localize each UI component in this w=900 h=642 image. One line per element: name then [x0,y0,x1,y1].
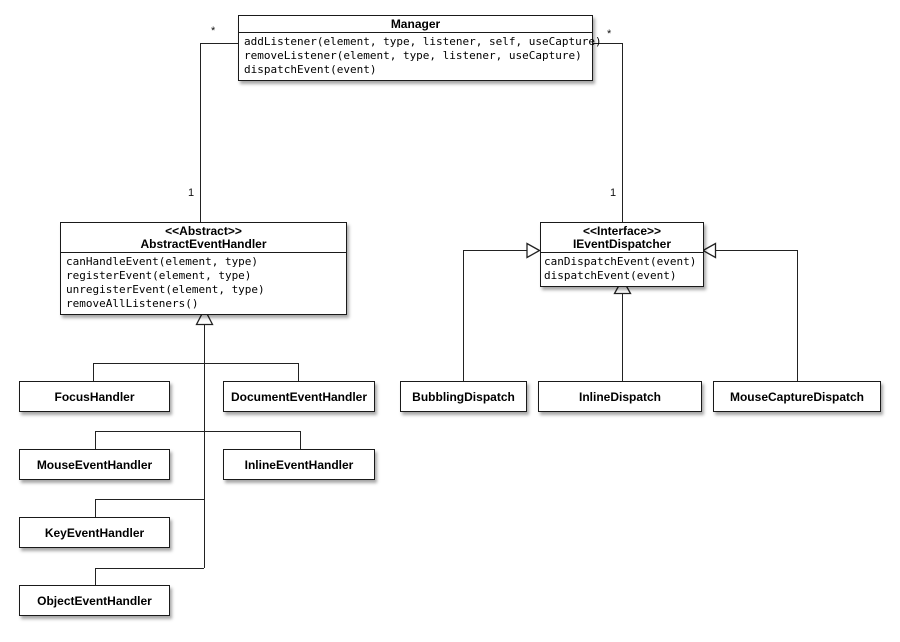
realization-mousecapture-vertical [797,250,798,381]
branch-mouse-stub [95,431,96,449]
class-mouse-event-handler: MouseEventHandler [19,449,170,480]
branch-level4-horizontal [95,568,204,569]
class-key-event-handler: KeyEventHandler [19,517,170,548]
branch-object-stub [95,568,96,585]
class-document-event-handler: DocumentEventHandler [223,381,375,412]
class-focus-handler: FocusHandler [19,381,170,412]
branch-document-stub [298,363,299,381]
class-mouse-capture-dispatch-name: MouseCaptureDispatch [729,389,865,404]
realization-arrowhead-right-of-dispatcher [702,242,717,259]
class-object-event-handler: ObjectEventHandler [19,585,170,616]
class-abstract-event-handler-title: <<Abstract>> AbstractEventHandler [61,223,346,253]
branch-level1-horizontal [93,363,298,364]
class-bubbling-dispatch-name: BubblingDispatch [412,389,515,404]
realization-arrowhead-left-of-dispatcher [526,242,541,259]
branch-key-stub [95,499,96,517]
multiplicity-handler-end: 1 [188,187,195,199]
class-abstract-event-handler-name: AbstractEventHandler [140,237,267,251]
class-key-event-handler-name: KeyEventHandler [44,525,145,540]
class-mouse-capture-dispatch: MouseCaptureDispatch [713,381,881,412]
method: dispatchEvent(event) [544,269,677,282]
realization-mousecapture-horizontal [716,250,797,251]
class-abstract-event-handler: <<Abstract>> AbstractEventHandler canHan… [60,222,347,315]
method: registerEvent(element, type) [66,269,252,282]
realization-inline-vertical [622,293,623,381]
multiplicity-dispatcher-end: 1 [610,187,617,199]
branch-level2-horizontal [95,431,300,432]
class-bubbling-dispatch: BubblingDispatch [400,381,527,412]
association-manager-dispatcher-vertical [622,43,623,222]
class-ievent-dispatcher-name: IEventDispatcher [572,237,672,251]
class-document-event-handler-name: DocumentEventHandler [230,389,368,404]
realization-bubbling-vertical [463,250,464,381]
association-manager-handler-horizontal [200,43,238,44]
class-focus-handler-name: FocusHandler [54,389,135,404]
class-manager: Manager addListener(element, type, liste… [238,15,602,81]
class-abstract-event-handler-methods: canHandleEvent(element, type) registerEv… [61,253,346,314]
branch-level3-horizontal [95,499,204,500]
association-manager-dispatcher-horizontal [593,43,622,44]
method: addListener(element, type, listener, sel… [244,35,602,48]
class-object-event-handler-name: ObjectEventHandler [37,593,152,608]
class-inline-event-handler-name: InlineEventHandler [244,457,354,472]
method: removeListener(element, type, listener, … [244,49,582,62]
class-ievent-dispatcher-title: <<Interface>> IEventDispatcher [541,223,703,253]
class-ievent-dispatcher: <<Interface>> IEventDispatcher canDispat… [540,222,704,287]
stereotype-interface: <<Interface>> [582,224,662,238]
branch-inline-handler-stub [300,431,301,449]
multiplicity-manager-right: * [607,28,612,40]
generalization-trunk [204,325,205,568]
class-ievent-dispatcher-methods: canDispatchEvent(event) dispatchEvent(ev… [541,253,703,286]
class-inline-dispatch-name: InlineDispatch [578,389,661,404]
multiplicity-manager-left: * [211,25,216,37]
generalization-arrowhead-abstract-handler [195,308,214,326]
branch-focus-stub [93,363,94,381]
class-manager-name: Manager [239,16,592,33]
method: canHandleEvent(element, type) [66,255,259,268]
method: unregisterEvent(element, type) [66,283,265,296]
method: removeAllListeners() [66,297,199,310]
class-manager-methods: addListener(element, type, listener, sel… [239,33,602,80]
class-inline-event-handler: InlineEventHandler [223,449,375,480]
realization-bubbling-horizontal [463,250,527,251]
class-inline-dispatch: InlineDispatch [538,381,702,412]
method: dispatchEvent(event) [244,63,377,76]
association-manager-handler-vertical [200,43,201,222]
method: canDispatchEvent(event) [544,255,697,268]
stereotype-abstract: <<Abstract>> [165,224,242,238]
class-mouse-event-handler-name: MouseEventHandler [36,457,153,472]
